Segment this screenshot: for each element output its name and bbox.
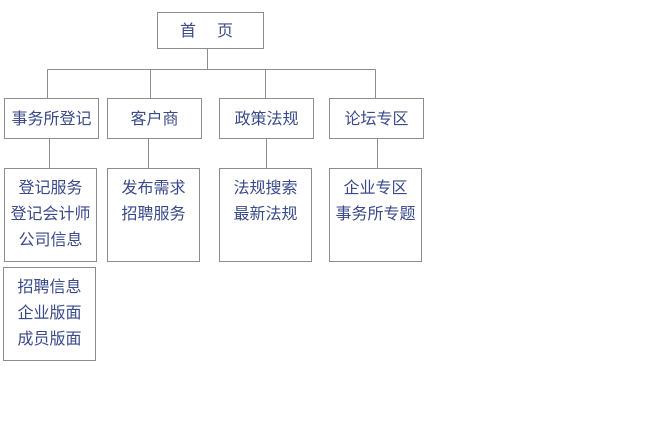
- subitem[interactable]: 招聘信息: [17, 277, 82, 296]
- subitem[interactable]: 成员版面: [17, 329, 82, 348]
- subitem[interactable]: 企业专区: [343, 178, 408, 197]
- category-label: 事务所登记: [11, 108, 92, 128]
- subitems-extra: 招聘信息 企业版面 成员版面: [3, 267, 96, 361]
- category-node-policies[interactable]: 政策法规: [219, 98, 314, 139]
- subitem[interactable]: 登记服务: [18, 178, 83, 197]
- subitem[interactable]: 事务所专题: [335, 204, 416, 223]
- category-label: 客户商: [130, 108, 179, 128]
- subitems-forum: 企业专区 事务所专题: [329, 168, 422, 262]
- homepage-node[interactable]: 首 页: [157, 12, 264, 49]
- subitems-policies: 法规搜索 最新法规: [219, 168, 312, 262]
- category-label: 论坛专区: [344, 108, 409, 128]
- category-node-forum[interactable]: 论坛专区: [329, 98, 424, 139]
- subitem[interactable]: 登记会计师: [10, 204, 91, 223]
- subitem[interactable]: 企业版面: [17, 303, 82, 322]
- subitem[interactable]: 最新法规: [233, 204, 298, 223]
- subitems-firm-registration: 登记服务 登记会计师 公司信息: [4, 168, 97, 262]
- subitems-clients: 发布需求 招聘服务: [107, 168, 200, 262]
- subitem[interactable]: 法规搜索: [233, 178, 298, 197]
- subitem[interactable]: 招聘服务: [121, 204, 186, 223]
- homepage-label: 首 页: [179, 20, 242, 40]
- category-node-firm-registration[interactable]: 事务所登记: [4, 98, 99, 139]
- subitem[interactable]: 发布需求: [121, 178, 186, 197]
- category-label: 政策法规: [234, 108, 299, 128]
- subitem[interactable]: 公司信息: [18, 230, 83, 249]
- category-node-clients[interactable]: 客户商: [107, 98, 202, 139]
